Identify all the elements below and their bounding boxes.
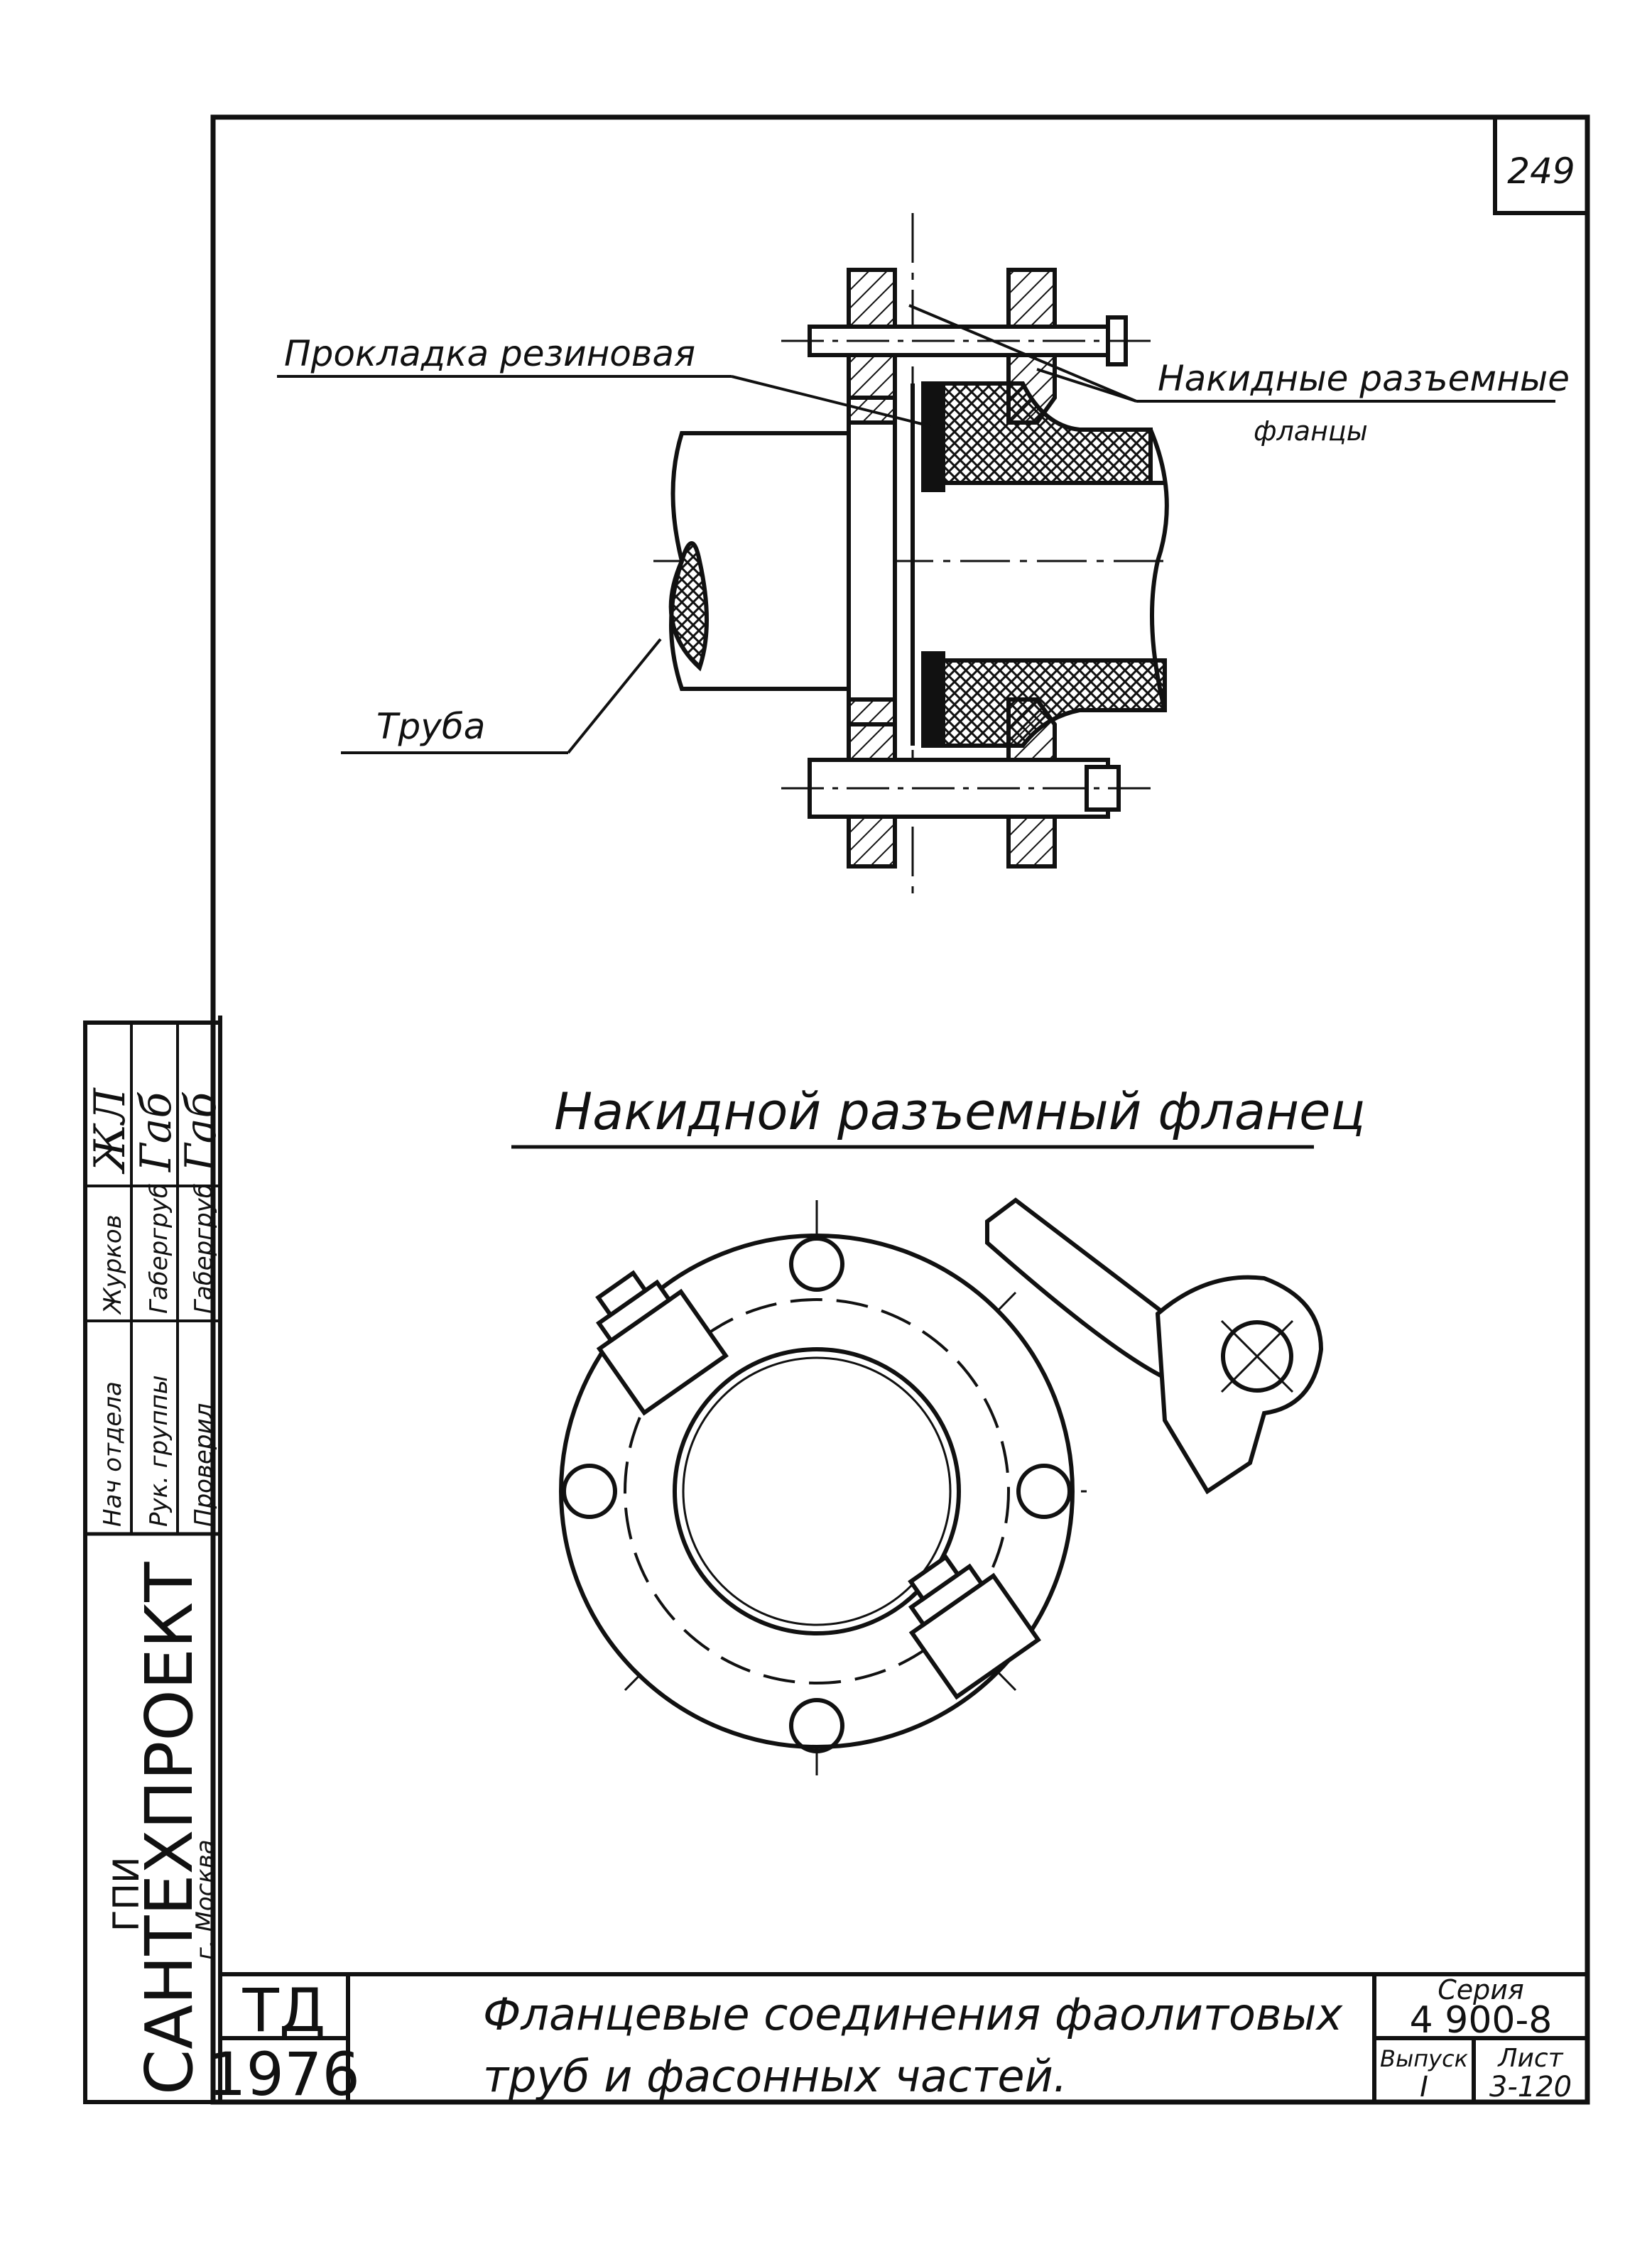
top-right-flange: [1006, 268, 1057, 329]
rubber-gasket-bottom: [921, 651, 945, 748]
outer-frame: [210, 114, 1590, 2105]
bolt-hole-right: [1016, 1464, 1072, 1519]
flanges-label-line2: фланцы: [1254, 415, 1368, 447]
org-line1: ГПИ: [106, 1857, 147, 1932]
bolt-hole-bottom: [789, 1698, 844, 1753]
sheet-value: 3-120: [1489, 2071, 1572, 2103]
bolt-hole-top: [789, 1236, 844, 1292]
drawing-code: ТД: [242, 1976, 326, 2045]
signature-2: Габ: [131, 1092, 181, 1172]
pipe-break-section: [668, 541, 709, 672]
role-1: Нач отдела: [99, 1381, 127, 1527]
bolt-lower-right: [908, 1554, 1041, 1700]
flange-plan-view: [559, 1197, 1324, 1775]
flanges-label-line1: Накидные разъемные: [1158, 358, 1570, 399]
faolite-pipe-bottom: [935, 658, 1167, 748]
drawing-title-line2: труб и фасонных частей.: [483, 2050, 1067, 2102]
bolt-upper-left: [595, 1270, 729, 1416]
series-label: Серия: [1438, 1974, 1524, 2005]
hinge-eye-hole: [1221, 1320, 1293, 1393]
bolt-circle: [624, 1298, 1010, 1684]
name-3: Габергруб: [190, 1183, 218, 1314]
page-number-box: 249: [1493, 117, 1587, 215]
drawing-year: 1976: [208, 2040, 360, 2109]
sheet-label: Лист: [1496, 2044, 1563, 2073]
bolt-hole-left: [562, 1464, 617, 1519]
top-left-flange: [847, 268, 897, 329]
section-title: Накидной разъемный фланец: [554, 1082, 1365, 1141]
pipe-label: Труба: [376, 706, 485, 747]
title-block: [220, 1972, 1587, 2102]
name-1: Журков: [99, 1214, 127, 1315]
signature-1: ЖЛ: [85, 1087, 135, 1175]
series-value: 4 900-8: [1410, 1999, 1553, 2042]
name-2: Габергруб: [145, 1183, 173, 1314]
side-stamp-block: Нач отдела Рук. группы Проверил Журков Г…: [83, 1020, 226, 2104]
org-line2: САНТЕХПРОЕКТ: [131, 1562, 207, 2095]
drawing-title-line1: Фланцевые соединения фаолитовых: [483, 1988, 1343, 2040]
issue-label: Выпуск: [1380, 2045, 1469, 2072]
role-2: Рук. группы: [145, 1375, 173, 1527]
org-line3: г. Москва: [191, 1839, 219, 1960]
flange-joint-section: [653, 213, 1172, 895]
leaders: [277, 304, 1555, 754]
role-3: Проверил: [190, 1403, 218, 1527]
bottom-left-flange: [847, 697, 897, 762]
signature-3: Габ: [176, 1092, 226, 1172]
page-number: 249: [1507, 151, 1575, 192]
gasket-label: Прокладка резиновая: [284, 333, 695, 374]
rubber-gasket-top: [921, 381, 945, 492]
issue-value: I: [1420, 2071, 1428, 2103]
flange-bore: [673, 1347, 961, 1635]
